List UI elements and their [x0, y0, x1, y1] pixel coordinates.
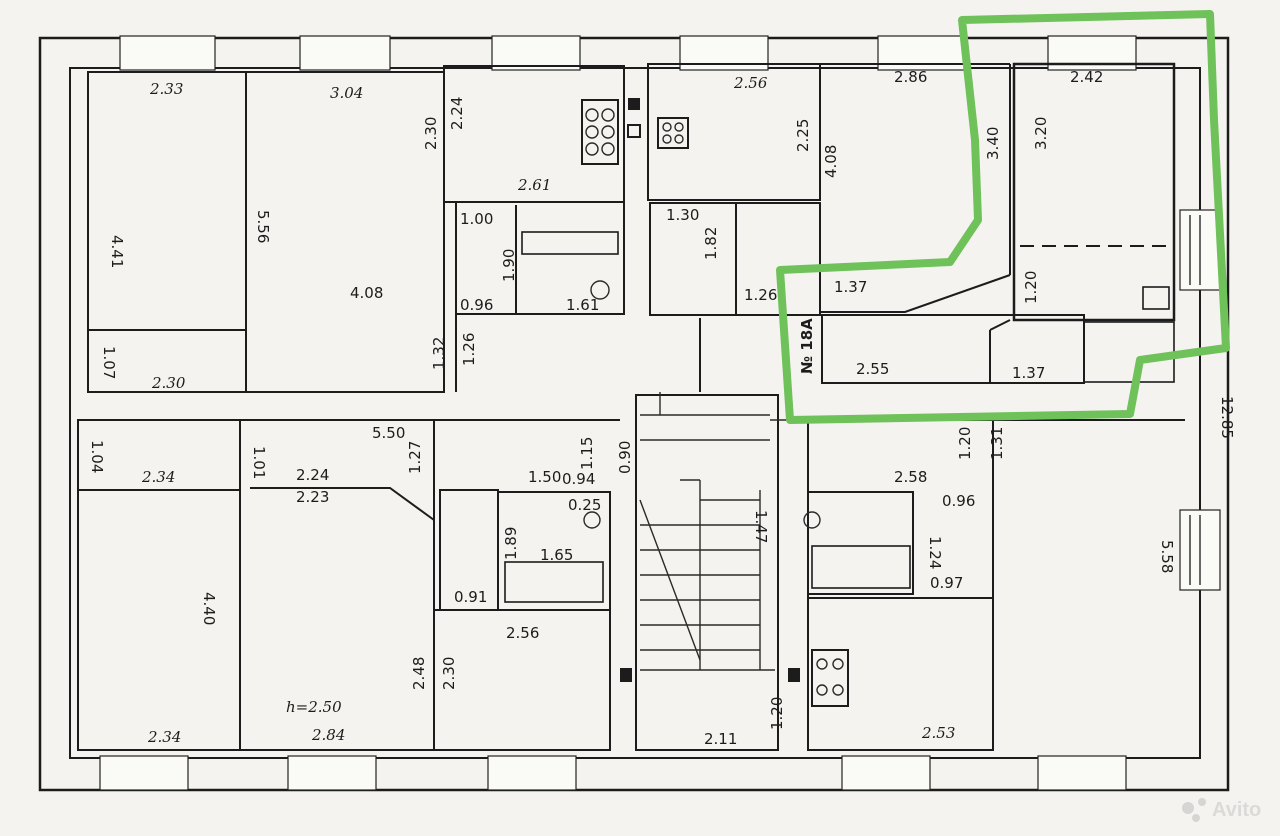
dim-label: 2.53 — [921, 724, 955, 742]
dim-label: 1.07 — [100, 346, 118, 379]
dim-label: 1.26 — [460, 333, 478, 366]
dim-label: 1.27 — [406, 441, 424, 474]
dim-label: 2.86 — [894, 68, 927, 86]
ceiling-height: h=2.50 — [286, 698, 342, 716]
dim-label: 1.20 — [1022, 271, 1040, 304]
dim-label: 1.89 — [502, 527, 520, 560]
apartment-number: № 18А — [798, 318, 816, 374]
dim-label: 2.30 — [422, 117, 440, 150]
dim-label: 2.24 — [448, 97, 466, 130]
outer-walls — [38, 36, 1230, 792]
avito-watermark: Avito — [1182, 798, 1261, 822]
dim-label: 2.34 — [141, 468, 175, 486]
dim-label: 2.24 — [296, 466, 329, 484]
dim-label: 1.50 — [528, 468, 561, 486]
staircase — [639, 392, 808, 671]
dim-label: 4.40 — [200, 592, 218, 625]
fixtures — [504, 98, 1170, 707]
bathtub-icon-3 — [811, 545, 911, 589]
dim-label: 5.50 — [372, 424, 405, 442]
dim-label: 0.25 — [568, 496, 601, 514]
dim-label: 2.48 — [410, 657, 428, 690]
dim-label: 1.01 — [250, 446, 268, 479]
watermark-text: Avito — [1212, 799, 1261, 821]
stove-icon-2 — [657, 117, 689, 149]
dim-label: 1.30 — [666, 206, 699, 224]
dim-label: 12.85 — [1218, 396, 1236, 439]
dim-label: 3.04 — [330, 84, 363, 102]
stove-icon-3 — [811, 649, 849, 707]
dim-label: 0.91 — [454, 588, 487, 606]
toilet-icon — [590, 280, 610, 300]
dim-label: 1.15 — [578, 437, 596, 470]
bathtub-icon-2 — [504, 561, 604, 603]
dim-label: 1.82 — [702, 227, 720, 260]
dim-label: 2.23 — [296, 488, 329, 506]
dim-label: 1.24 — [926, 536, 944, 569]
dim-label: 5.58 — [1158, 540, 1176, 573]
interior-walls — [87, 62, 1176, 393]
dim-label: 2.84 — [311, 726, 345, 744]
dim-label: 1.32 — [430, 337, 448, 370]
dim-label: 2.34 — [147, 728, 181, 746]
sink-icon-2 — [803, 511, 821, 529]
dim-label: 2.61 — [517, 176, 551, 194]
dim-label: 2.30 — [440, 657, 458, 690]
dim-label: 2.30 — [151, 374, 186, 392]
dim-label: 0.96 — [942, 492, 975, 510]
dim-label: 1.37 — [834, 278, 867, 296]
dim-label: 1.20 — [768, 697, 786, 730]
dim-label: 1.26 — [744, 286, 777, 304]
dim-label: 1.90 — [500, 249, 518, 282]
dim-label: 0.90 — [616, 441, 634, 474]
dim-label: 3.20 — [1032, 117, 1050, 150]
dim-label: 5.56 — [254, 210, 272, 243]
dim-label: 4.41 — [108, 235, 126, 268]
dim-label: 1.47 — [752, 510, 770, 543]
stove-icon — [581, 99, 619, 165]
dim-label: 1.61 — [566, 296, 599, 314]
dim-label: 2.56 — [733, 74, 768, 92]
dim-label: 0.94 — [562, 470, 595, 488]
dim-label: 1.65 — [540, 546, 573, 564]
dim-label: 2.33 — [149, 80, 183, 98]
dim-label: 3.40 — [984, 127, 1002, 160]
dim-label: 4.08 — [350, 284, 383, 302]
dim-label: 1.20 — [956, 427, 974, 460]
dim-label: 2.58 — [894, 468, 927, 486]
sink-icon — [583, 511, 601, 529]
dim-label: 2.25 — [794, 119, 812, 152]
dim-label: 1.04 — [88, 440, 106, 473]
bathtub-icon — [521, 231, 619, 255]
dim-label: 0.97 — [930, 574, 963, 592]
dim-label: 1.31 — [988, 427, 1006, 460]
dim-label: 2.56 — [506, 624, 539, 642]
dim-label: 2.11 — [704, 730, 737, 748]
dim-label: 1.00 — [460, 210, 493, 228]
dim-label: 0.96 — [460, 296, 493, 314]
apartment-highlight-outline — [776, 10, 1230, 424]
dim-label: 2.42 — [1070, 68, 1103, 86]
dim-label: 1.37 — [1012, 364, 1045, 382]
dim-label: 2.55 — [856, 360, 889, 378]
dim-label: 4.08 — [822, 145, 840, 178]
